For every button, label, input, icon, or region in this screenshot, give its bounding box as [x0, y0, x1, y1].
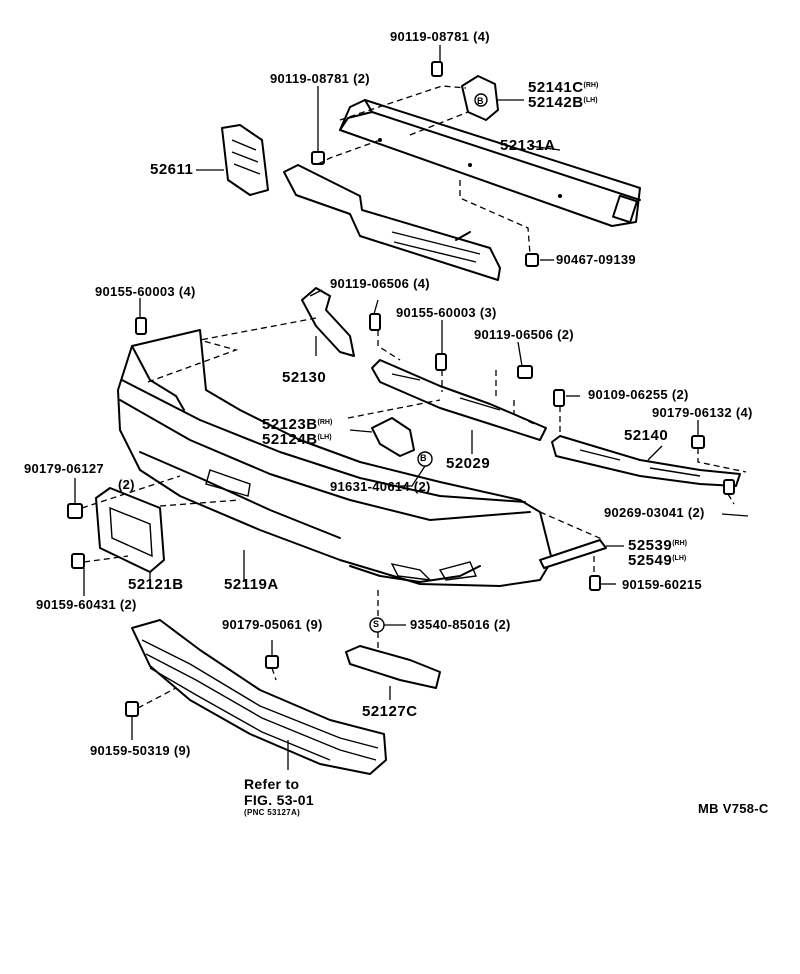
retainer-52140	[551, 435, 741, 487]
bracket-52123b	[371, 417, 415, 457]
fasteners	[67, 61, 735, 717]
refer-line-1: Refer to	[244, 776, 300, 792]
label-90119-08781-2: 90119-08781 (2)	[270, 71, 370, 86]
label-90155-60003-4: 90155-60003 (4)	[95, 284, 196, 299]
grille-53127a	[131, 619, 387, 775]
label-90179-06127: 90179-06127	[24, 461, 104, 476]
label-90119-06506-4: 90119-06506 (4)	[330, 276, 430, 291]
label-90467-09139: 90467-09139	[556, 252, 636, 267]
svg-text:B: B	[477, 96, 484, 106]
assembly-dashed-lines	[81, 85, 747, 709]
label-93540-85016: 93540-85016 (2)	[410, 617, 511, 632]
bumper-cover-52119a	[117, 329, 553, 587]
label-52121b: 52121B	[128, 576, 184, 593]
label-52127c: 52127C	[362, 703, 418, 720]
bracket-52141c: B	[461, 75, 499, 121]
label-52549: 52549(LH)	[628, 552, 687, 569]
label-52130: 52130	[282, 369, 327, 386]
label-qty-2: (2)	[118, 477, 135, 492]
label-52124b: 52124B(LH)	[262, 431, 332, 448]
refer-note: Refer to FIG. 53-01 (PNC 53127A)	[244, 776, 314, 818]
label-90159-60431: 90159-60431 (2)	[36, 597, 137, 612]
label-90155-60003-3: 90155-60003 (3)	[396, 305, 497, 320]
label-52119a: 52119A	[224, 576, 279, 593]
license-bracket-52121b	[95, 487, 165, 573]
label-90109-06255-2: 90109-06255 (2)	[588, 387, 689, 402]
support-52130	[301, 287, 355, 357]
label-52142b: 52142B(LH)	[528, 94, 598, 111]
energy-absorber-52611	[221, 124, 501, 281]
label-52611: 52611	[150, 161, 194, 178]
label-52029: 52029	[446, 455, 491, 472]
leader-lines	[74, 45, 749, 770]
label-91631-40614: 91631-40614 (2)	[330, 479, 431, 494]
diagram-code: MB V758-C	[698, 801, 769, 816]
label-90159-60215: 90159-60215	[622, 577, 702, 592]
refer-line-3: (PNC 53127A)	[244, 808, 301, 817]
label-52140: 52140	[624, 427, 669, 444]
label-52141c: 52141C(RH)	[528, 79, 599, 96]
label-90179-06132-4: 90179-06132 (4)	[652, 405, 753, 420]
label-90179-05061: 90179-05061 (9)	[222, 617, 323, 632]
refer-line-2: FIG. 53-01	[244, 792, 314, 808]
reinforcement-52131a	[339, 99, 641, 227]
bracket-52127c	[345, 645, 441, 689]
label-90119-08781-4: 90119-08781 (4)	[390, 29, 490, 44]
label-90159-50319: 90159-50319 (9)	[90, 743, 191, 758]
cover-52539	[539, 539, 607, 569]
label-52123b: 52123B(RH)	[262, 416, 333, 433]
label-90269-03041: 90269-03041 (2)	[604, 505, 705, 520]
symbol-s: S	[373, 619, 380, 629]
label-52539: 52539(RH)	[628, 537, 687, 554]
symbol-b: B	[420, 453, 427, 463]
label-90119-06506-2: 90119-06506 (2)	[474, 327, 574, 342]
retainer-52029	[371, 359, 547, 441]
label-52131a: 52131A	[500, 137, 556, 154]
